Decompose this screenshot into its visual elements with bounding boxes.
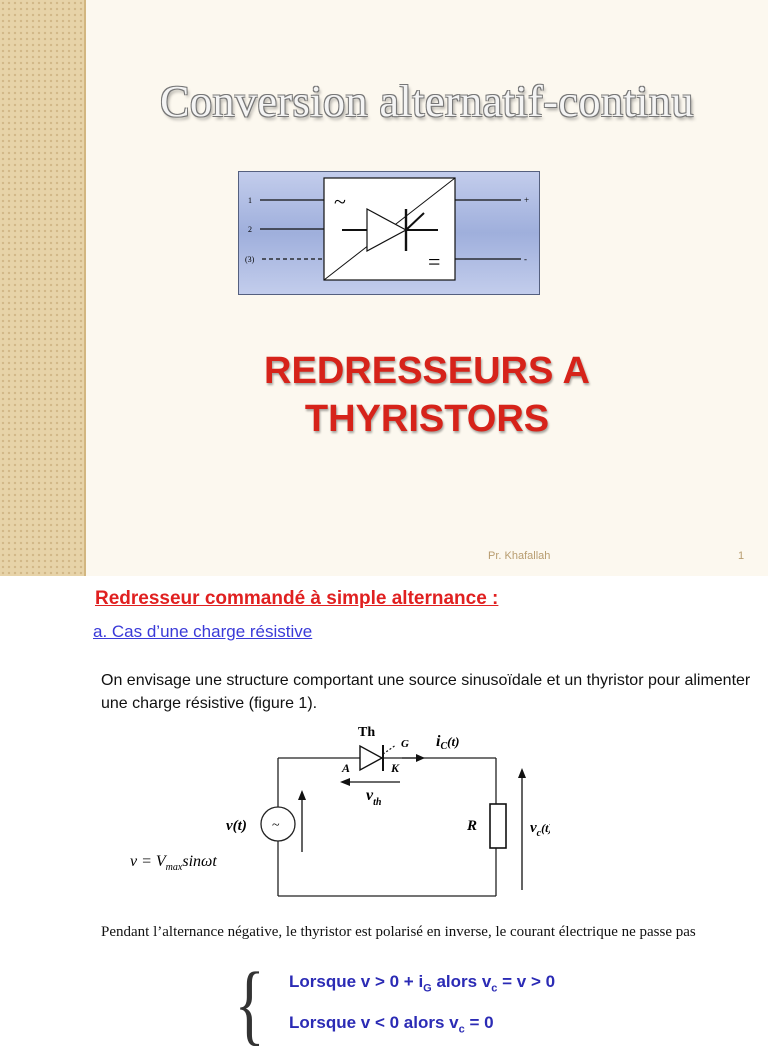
heading-line-1: REDRESSEURS A (264, 350, 590, 392)
vth-label: vth (366, 787, 382, 808)
converter-symbol-figure: 1 2 (3) ~ = + - (238, 171, 540, 295)
negative-half-note: Pendant l’alternance négative, le thyris… (101, 924, 696, 940)
source-label: v(t) (226, 818, 247, 834)
slide-2: Redresseur commandé à simple alternance … (0, 576, 768, 1024)
slide-2-subtitle: a. Cas d’une charge résistive (93, 622, 313, 641)
resistor-symbol (489, 803, 507, 849)
section-heading: REDRESSEURS A THYRISTORS (86, 347, 768, 443)
gate-label: G (401, 738, 409, 750)
brace-symbol: { (234, 955, 265, 1054)
output-plus: + (524, 195, 529, 205)
current-label: iC(t) (436, 733, 459, 752)
slide-title: Conversion alternatif-continu (160, 77, 694, 126)
thyristor-label: Th (358, 725, 375, 740)
slide-2-title: Redresseur commandé à simple alternance … (95, 588, 499, 609)
anode-label: A (341, 761, 350, 775)
input-label-1: 1 (248, 196, 252, 205)
page-number: 1 (738, 550, 745, 562)
sidebar-divider (84, 0, 86, 576)
condition-negative: Lorsque v < 0 alors vc = 0 (289, 1013, 494, 1036)
decorative-sidebar (0, 0, 84, 576)
vc-label: vc(t) (530, 820, 550, 839)
input-label-2: 2 (248, 225, 252, 234)
dc-symbol: = (428, 249, 440, 274)
intro-paragraph: On envisage une structure comportant une… (101, 672, 751, 712)
heading-line-2: THYRISTORS (304, 398, 550, 440)
input-label-3: (3) (245, 255, 255, 264)
slide-1: Conversion alternatif-continu 1 2 (3) ~ … (0, 0, 768, 576)
ac-symbol: ~ (334, 189, 346, 214)
cathode-label: K (390, 761, 400, 775)
condition-positive: Lorsque v > 0 + iG alors vc = v > 0 (289, 972, 556, 995)
resistor-label: R (466, 818, 477, 834)
source-equation: v = Vmaxsinωt (130, 853, 217, 873)
rectifier-circuit-diagram: Th G A K iC(t) vth ~ v(t) v = Vmaxsinωt … (130, 725, 550, 897)
output-minus: - (524, 254, 527, 264)
author-footer: Pr. Khafallah (488, 550, 551, 562)
ac-source-symbol (260, 806, 296, 842)
ac-source-tilde: ~ (272, 818, 280, 833)
